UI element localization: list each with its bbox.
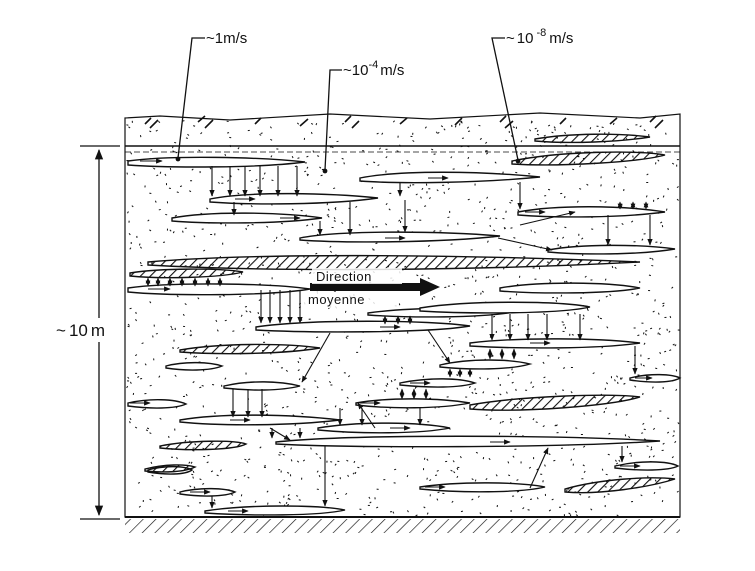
impermeable-base bbox=[125, 519, 680, 533]
moyenne-label: moyenne bbox=[308, 292, 365, 307]
leakage-arrows bbox=[145, 201, 649, 400]
clay-lenses bbox=[129, 133, 676, 494]
leader-dot-low bbox=[515, 158, 521, 164]
gravel-lenses bbox=[127, 156, 682, 516]
thickness-dimension bbox=[80, 145, 120, 520]
surface-soil-marks bbox=[144, 115, 664, 129]
leader-dot-mid bbox=[322, 168, 328, 174]
leader-dot-high bbox=[175, 156, 181, 162]
leader-lines bbox=[177, 37, 519, 171]
conductivity-high-label: ~1m/s bbox=[206, 30, 247, 47]
flow-arrows bbox=[130, 158, 653, 514]
direction-label: Direction bbox=[316, 269, 372, 284]
mean-direction-arrow bbox=[310, 278, 440, 296]
